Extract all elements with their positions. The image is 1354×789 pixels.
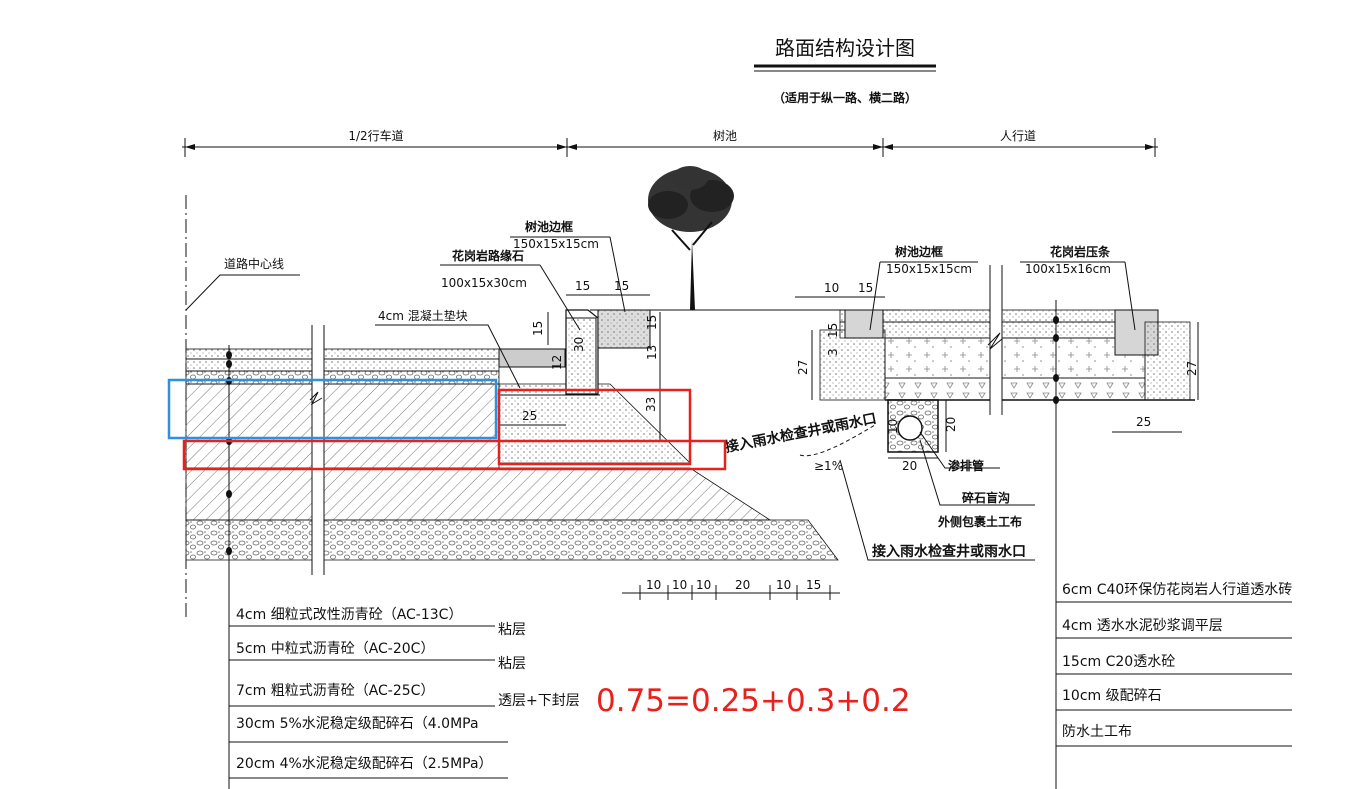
label-tree-pit-frame-2: 树池边框 [895, 244, 943, 259]
dim-15-c: 15 [531, 321, 545, 336]
interlayer-2: 粘层 [498, 656, 526, 672]
label-sidewalk: 人行道 [1000, 129, 1036, 143]
sidewalk-structure [819, 309, 1195, 453]
road-pavement-layers [185, 348, 839, 561]
interlayer-1: 粘层 [498, 622, 526, 638]
dim-15-a: 15 [575, 279, 590, 293]
dim-bottom-6: 15 [806, 578, 821, 592]
road-layer-3: 7cm 粗粒式沥青砼（AC-25C） [236, 683, 434, 699]
label-half-carriageway: 1/2行车道 [348, 128, 403, 143]
dim-33: 33 [644, 397, 658, 412]
label-connect-2: 接入雨水检查井或雨水口 [872, 543, 1026, 560]
dim-15-b: 15 [614, 279, 629, 293]
dim-10-a: 10 [824, 281, 839, 295]
sidewalk-layer-3: 15cm C20透水砼 [1062, 654, 1175, 670]
dim-27-a: 27 [796, 360, 810, 375]
dim-bottom-5: 10 [776, 578, 791, 592]
dim-15-d: 15 [645, 315, 659, 330]
interlayer-3: 透层+下封层 [498, 693, 580, 709]
sidewalk-layer-legend: 6cm C40环保仿花岗岩人行道透水砖 4cm 透水水泥砂浆调平层 15cm C… [1056, 582, 1292, 747]
dim-13: 13 [645, 345, 659, 360]
road-layer-1: 4cm 细粒式改性沥青砼（AC-13C） [236, 607, 462, 623]
label-drain-pipe: 渗排管 [948, 458, 984, 473]
formula-annotation: 0.75=0.25+0.3+0.2 [596, 683, 911, 719]
road-layer-5: 20cm 4%水泥稳定级配碎石（2.5MPa） [236, 756, 493, 772]
label-edge-strip: 花岗岩压条 [1050, 244, 1111, 259]
highlight-box-red-curb [497, 388, 692, 466]
label-curb: 花岗岩路缘石 [452, 248, 524, 263]
label-geotextile: 外侧包裹土工布 [938, 514, 1022, 529]
dim-bottom-4: 20 [735, 578, 750, 592]
dim-bottom-3: 10 [696, 578, 711, 592]
drawing-title: 路面结构设计图 [775, 36, 915, 60]
centerline-leader [185, 274, 300, 311]
label-edge-strip-size: 100x15x16cm [1025, 262, 1111, 276]
label-gravel-ditch: 碎石盲沟 [962, 490, 1010, 505]
dim-20-a: 20 [902, 459, 917, 473]
dim-3: 3 [826, 348, 840, 356]
dim-25-b: 25 [1136, 415, 1151, 429]
dim-27-b: 27 [1185, 361, 1199, 376]
dim-10-b: 10 [886, 419, 900, 434]
road-layer-legend: 4cm 细粒式改性沥青砼（AC-13C） 5cm 中粒式沥青砼（AC-20C） … [229, 607, 580, 779]
highlight-box-blue [167, 378, 498, 440]
dim-20-b: 20 [944, 417, 958, 432]
dim-25-a: 25 [522, 409, 537, 423]
dim-30: 30 [572, 337, 586, 352]
highlight-box-red-base [182, 439, 727, 471]
label-connect-1: 接入雨水检查井或雨水口 [724, 410, 878, 456]
label-concrete-pad: 4cm 混凝土垫块 [378, 308, 468, 323]
road-layer-4: 30cm 5%水泥稳定级配碎石（4.0MPa [236, 716, 479, 732]
sidewalk-layer-5: 防水土工布 [1062, 724, 1132, 740]
sidewalk-layer-1: 6cm C40环保仿花岗岩人行道透水砖 [1062, 582, 1292, 598]
sidewalk-layer-2: 4cm 透水水泥砂浆调平层 [1062, 618, 1223, 634]
dim-12: 12 [550, 355, 564, 370]
label-tree-pit-frame-1: 树池边框 [525, 219, 573, 234]
tree-illustration [648, 166, 734, 310]
label-tree-pit-frame-1-size: 150x15x15cm [513, 237, 599, 251]
dim-15-f: 15 [826, 323, 840, 338]
dim-15-e: 15 [858, 281, 873, 295]
dim-bottom-2: 10 [672, 578, 687, 592]
label-curb-size: 100x15x30cm [441, 276, 527, 290]
sidewalk-layer-4: 10cm 级配碎石 [1062, 688, 1162, 704]
label-tree-pit: 树池 [713, 128, 737, 143]
label-slope: ≥1% [814, 459, 843, 473]
drawing-subtitle: （适用于纵一路、横二路） [773, 90, 917, 105]
label-tree-pit-frame-2-size: 150x15x15cm [886, 262, 972, 276]
label-centerline: 道路中心线 [224, 256, 284, 271]
dim-bottom-1: 10 [646, 578, 661, 592]
road-layer-2: 5cm 中粒式沥青砼（AC-20C） [236, 641, 434, 657]
